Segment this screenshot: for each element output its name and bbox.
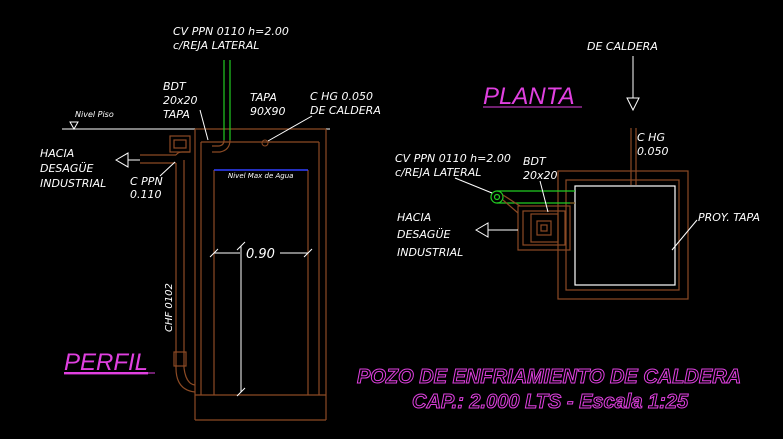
planta-title: PLANTA: [483, 83, 575, 110]
title-line-1: POZO DE ENFRIAMIENTO DE CALDERA: [357, 366, 741, 388]
height-dimension: [236, 241, 246, 397]
overflow-pipe-green: [223, 60, 231, 140]
width-dimension: [209, 248, 313, 258]
perfil-bdt-label-1: BDT: [163, 80, 187, 93]
floor-level-marker: [69, 121, 79, 131]
planta-steam-pipe: [630, 128, 637, 185]
perfil-title: PERFIL: [64, 349, 148, 376]
bdt-leader: [199, 109, 209, 141]
planta-cv-leader: [454, 177, 493, 194]
planta-cv-label-1: CV PPN 0110 h=2.00: [395, 152, 511, 165]
planta-overflow-pipe: [490, 190, 575, 204]
planta-bdt-box: [517, 205, 571, 251]
perfil-tapa-label-1: TAPA: [250, 91, 277, 104]
overflow-pipe-lower: [212, 139, 231, 153]
perfil-chf-label: CHF 0102: [164, 283, 175, 332]
perfil-tapa-label-2: 90X90: [250, 105, 286, 118]
perfil-cppn-label-2: 0.110: [130, 188, 162, 201]
steam-inlet-pipe: [261, 139, 269, 147]
planta-bdt-leader: [539, 180, 549, 213]
perfil-hacia-label-2: DESAGÜE: [40, 162, 94, 175]
perfil-hacia-label-1: HACIA: [40, 147, 74, 160]
planta-hacia-label-1: HACIA: [397, 211, 431, 224]
planta-cv-label-2: c/REJA LATERAL: [395, 166, 481, 179]
tank-walls: [194, 128, 327, 421]
perfil-chg-label-1: C HG 0.050: [310, 90, 373, 103]
nivel-max-label: Nivel Max de Agua: [228, 172, 293, 180]
perfil-cv-label-1: CV PPN 0110 h=2.00: [173, 25, 289, 38]
planta-tank-walls: [557, 170, 689, 300]
perfil-chg-label-2: DE CALDERA: [310, 104, 381, 117]
planta-chg-label-1: C HG: [637, 131, 665, 144]
perfil-cppn-label-1: C PPN: [130, 175, 163, 188]
chg-leader: [267, 115, 313, 142]
planta-hacia-label-2: DESAGÜE: [397, 228, 451, 241]
planta-section: PLANTA DE CALDERA C HG 0.050: [395, 40, 760, 300]
width-dimension-label: 0.90: [246, 247, 275, 262]
perfil-bdt-label-2: 20x20: [163, 94, 198, 107]
perfil-cv-label-2: c/REJA LATERAL: [173, 39, 259, 52]
title-line-2: CAP.: 2.000 LTS - Escala 1:25: [412, 391, 689, 413]
planta-connection-pipe: [502, 194, 575, 214]
planta-bdt-label-2: 20x20: [523, 169, 558, 182]
planta-de-caldera-label: DE CALDERA: [587, 40, 658, 53]
perfil-hacia-label-3: INDUSTRIAL: [40, 177, 106, 190]
drain-pipe: [140, 135, 196, 393]
planta-proy-tapa-label: PROY. TAPA: [698, 211, 760, 224]
title-block: POZO DE ENFRIAMIENTO DE CALDERA CAP.: 2.…: [357, 366, 742, 414]
boiler-arrow-head: [626, 97, 640, 112]
perfil-section: Nivel Piso Nivel Max de Agua: [40, 25, 381, 421]
planta-chg-label-2: 0.050: [637, 145, 669, 158]
planta-hacia-label-3: INDUSTRIAL: [397, 246, 463, 259]
perfil-bdt-label-3: TAPA: [163, 108, 190, 121]
nivel-piso-label: Nivel Piso: [75, 110, 114, 119]
cppn-leader: [159, 161, 176, 177]
drain-arrow: [115, 152, 140, 168]
planta-bdt-label-1: BDT: [523, 155, 547, 168]
planta-proy-tapa-leader: [671, 219, 698, 251]
planta-drain-arrow: [475, 222, 518, 238]
